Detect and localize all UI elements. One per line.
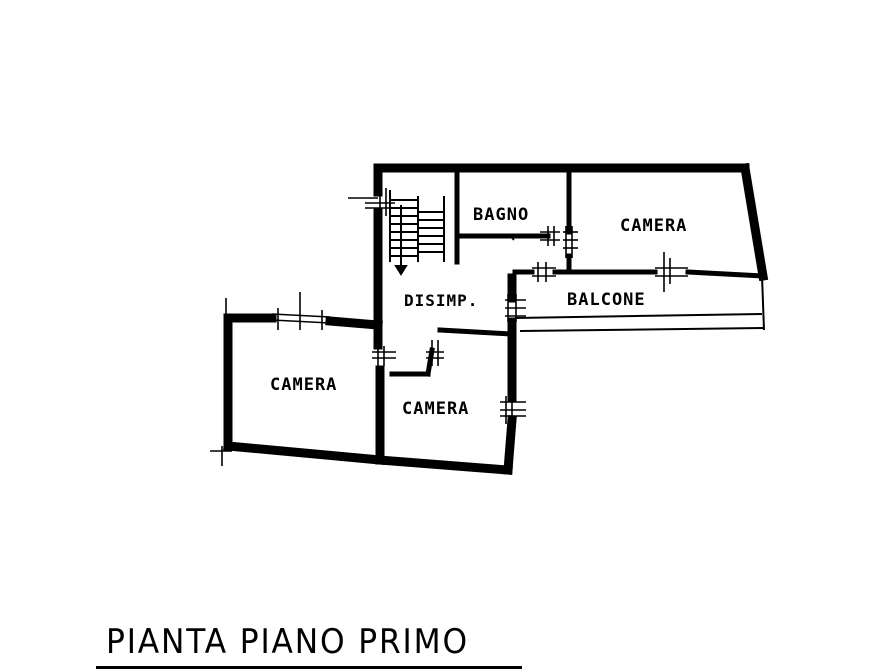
room-label-balcone: BALCONE (567, 290, 646, 310)
room-label-camera-top-right: CAMERA (620, 216, 687, 236)
opening-marks (210, 188, 688, 466)
plan-title: PIANTA PIANO PRIMO (106, 622, 469, 662)
room-label-bagno: BAGNO (473, 205, 529, 225)
room-label-camera-center: CAMERA (402, 399, 469, 419)
room-label-camera-left: CAMERA (270, 375, 337, 395)
room-label-disimp: DISIMP. (404, 291, 478, 310)
title-underline (96, 666, 522, 669)
interior-walls (389, 169, 766, 377)
staircase (389, 190, 445, 276)
balcony-outline (514, 275, 765, 332)
